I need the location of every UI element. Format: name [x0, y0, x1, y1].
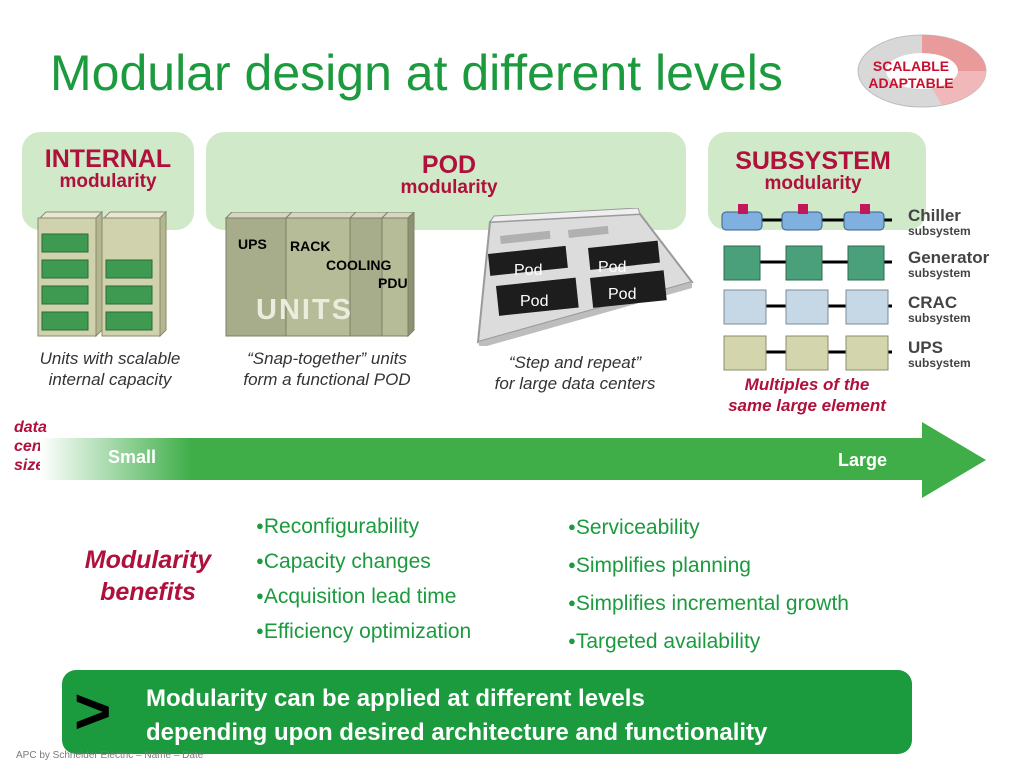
internal-cabinets-illustration: [37, 210, 168, 338]
list-item: Efficiency optimization: [256, 614, 471, 649]
arrow-small-label: Small: [108, 447, 157, 467]
benefits-title: Modularity benefits: [84, 546, 212, 606]
subsystem-crac-label: CRAC subsystem: [908, 293, 971, 325]
internal-heading: INTERNAL modularity: [44, 145, 172, 192]
pod-label-4: Pod: [608, 286, 637, 303]
list-item: Acquisition lead time: [256, 579, 471, 614]
pod-units-illustration: [224, 212, 415, 338]
subsystem-illustration: [721, 204, 892, 371]
subsystem-chiller-label: Chiller subsystem: [908, 206, 971, 238]
size-arrow: [40, 422, 986, 498]
list-item: Serviceability: [568, 508, 849, 546]
page-title: Modular design at different levels: [50, 45, 783, 101]
subsystem-ups-label: UPS subsystem: [908, 338, 971, 370]
benefits-list-left: Reconfigurability Capacity changes Acqui…: [256, 509, 471, 649]
chevron-right-icon: >: [74, 675, 112, 747]
subsystem-heading: SUBSYSTEM modularity: [735, 147, 891, 194]
list-item: Simplifies incremental growth: [568, 584, 849, 622]
pod-right-caption: “Step and repeat” for large data centers: [494, 353, 656, 393]
pod-label-3: Pod: [520, 293, 549, 310]
benefits-list-right: Serviceability Simplifies planning Simpl…: [568, 508, 849, 660]
unit-label-pdu: PDU: [378, 275, 408, 291]
arrow-large-label: Large: [838, 450, 888, 470]
list-item: Targeted availability: [568, 622, 849, 660]
unit-label-ups: UPS: [238, 236, 267, 252]
list-item: Capacity changes: [256, 544, 471, 579]
footer-text: APC by Schneider Electric – Name – Date: [16, 750, 204, 761]
conclusion-banner: [62, 670, 912, 754]
pod-label-1: Pod: [514, 262, 543, 279]
pod-label-2: Pod: [598, 259, 627, 276]
list-item: Reconfigurability: [256, 509, 471, 544]
subsystem-caption: Multiples of the same large element: [728, 375, 886, 415]
conclusion-text: Modularity can be applied at different l…: [146, 685, 768, 746]
pod-heading: POD modularity: [400, 151, 498, 198]
badge-text: SCALABLE ADAPTABLE: [868, 58, 954, 91]
unit-label-cooling: COOLING: [326, 257, 392, 273]
list-item: Simplifies planning: [568, 546, 849, 584]
units-watermark: UNITS: [256, 294, 353, 326]
unit-label-rack: RACK: [290, 238, 331, 254]
subsystem-generator-label: Generator subsystem: [908, 248, 990, 280]
internal-caption: Units with scalable internal capacity: [39, 349, 181, 389]
pod-left-caption: “Snap-together” units form a functional …: [243, 349, 411, 389]
data-center-floor-illustration: [476, 208, 694, 346]
scalable-badge-ring: [857, 34, 987, 108]
